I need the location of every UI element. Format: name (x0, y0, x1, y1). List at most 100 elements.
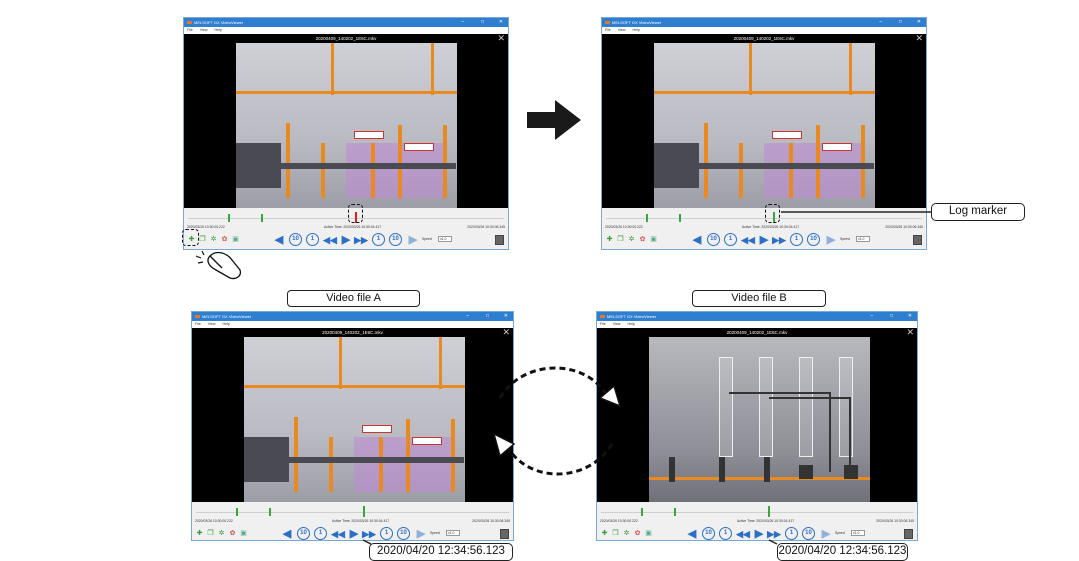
close-button[interactable]: ✕ (916, 19, 921, 25)
speed-select[interactable]: x1.0 (446, 530, 460, 536)
speed-select[interactable]: x1.0 (851, 530, 865, 536)
fullscreen-icon[interactable] (913, 235, 922, 245)
close-button[interactable]: ✕ (503, 313, 508, 319)
current-log-marker[interactable] (768, 506, 770, 517)
back-10-button[interactable]: 10 (297, 527, 310, 540)
export-icon[interactable]: ▣ (650, 236, 657, 243)
forward-1-button[interactable]: 1 (785, 527, 798, 540)
go-start-button[interactable]: ◀ (282, 528, 292, 540)
fast-forward-button[interactable]: ▶▶ (362, 529, 376, 539)
palette-icon[interactable]: ✿ (229, 530, 236, 537)
maximize-button[interactable]: □ (480, 19, 484, 25)
play-button[interactable]: ▶ (754, 528, 764, 540)
menu-help[interactable]: Help (214, 28, 222, 32)
palette-icon[interactable]: ✿ (221, 236, 228, 243)
log-marker[interactable] (646, 214, 648, 222)
settings-icon[interactable]: ✲ (210, 236, 217, 243)
forward-1-button[interactable]: 1 (372, 233, 385, 246)
forward-1-button[interactable]: 1 (380, 527, 393, 540)
minimize-button[interactable]: – (870, 313, 873, 319)
back-10-button[interactable]: 10 (707, 233, 720, 246)
maximize-button[interactable]: □ (485, 313, 489, 319)
go-end-button[interactable]: ▶ (408, 234, 418, 246)
menu-help[interactable]: Help (627, 322, 635, 326)
current-log-marker[interactable] (773, 212, 775, 223)
menu-file[interactable]: File (187, 28, 193, 32)
timeline-track[interactable] (188, 218, 504, 219)
close-video-icon[interactable]: ✕ (502, 327, 510, 337)
rewind-button[interactable]: ◀◀ (323, 235, 337, 245)
marker-list-icon[interactable]: ❐ (207, 530, 214, 537)
log-marker[interactable] (269, 508, 271, 516)
back-10-button[interactable]: 10 (289, 233, 302, 246)
current-log-marker[interactable] (355, 212, 357, 223)
forward-10-button[interactable]: 10 (807, 233, 820, 246)
timeline-track[interactable] (606, 218, 922, 219)
minimize-button[interactable]: – (461, 19, 464, 25)
maximize-button[interactable]: □ (889, 313, 893, 319)
marker-list-icon[interactable]: ❐ (199, 236, 206, 243)
rewind-button[interactable]: ◀◀ (741, 235, 755, 245)
maximize-button[interactable]: □ (898, 19, 902, 25)
close-video-icon[interactable]: ✕ (906, 327, 914, 337)
log-marker[interactable] (641, 508, 643, 516)
menu-view[interactable]: View (207, 322, 216, 326)
settings-icon[interactable]: ✲ (628, 236, 635, 243)
minimize-button[interactable]: – (879, 19, 882, 25)
close-button[interactable]: ✕ (498, 19, 503, 25)
back-10-button[interactable]: 10 (702, 527, 715, 540)
back-1-button[interactable]: 1 (314, 527, 327, 540)
log-marker[interactable] (674, 508, 676, 516)
rewind-button[interactable]: ◀◀ (331, 529, 345, 539)
menu-file[interactable]: File (195, 322, 201, 326)
menu-view[interactable]: View (617, 28, 626, 32)
export-icon[interactable]: ▣ (240, 530, 247, 537)
log-marker[interactable] (261, 214, 263, 222)
add-marker-icon[interactable]: ✚ (601, 530, 608, 537)
export-icon[interactable]: ▣ (232, 236, 239, 243)
menu-file[interactable]: File (600, 322, 606, 326)
play-button[interactable]: ▶ (759, 234, 769, 246)
go-end-button[interactable]: ▶ (826, 234, 836, 246)
close-video-icon[interactable]: ✕ (497, 33, 505, 43)
settings-icon[interactable]: ✲ (218, 530, 225, 537)
rewind-button[interactable]: ◀◀ (736, 529, 750, 539)
fast-forward-button[interactable]: ▶▶ (772, 235, 786, 245)
forward-10-button[interactable]: 10 (802, 527, 815, 540)
play-button[interactable]: ▶ (341, 234, 351, 246)
forward-1-button[interactable]: 1 (790, 233, 803, 246)
menu-view[interactable]: View (199, 28, 208, 32)
timeline-track[interactable] (196, 512, 509, 513)
go-end-button[interactable]: ▶ (416, 528, 426, 540)
play-button[interactable]: ▶ (349, 528, 359, 540)
settings-icon[interactable]: ✲ (623, 530, 630, 537)
forward-10-button[interactable]: 10 (389, 233, 402, 246)
add-marker-icon[interactable]: ✚ (188, 236, 195, 243)
menu-help[interactable]: Help (632, 28, 640, 32)
back-1-button[interactable]: 1 (724, 233, 737, 246)
fast-forward-button[interactable]: ▶▶ (354, 235, 368, 245)
menu-file[interactable]: File (605, 28, 611, 32)
log-marker[interactable] (236, 508, 238, 516)
palette-icon[interactable]: ✿ (634, 530, 641, 537)
fast-forward-button[interactable]: ▶▶ (767, 529, 781, 539)
go-start-button[interactable]: ◀ (687, 528, 697, 540)
current-log-marker[interactable] (363, 506, 365, 517)
fullscreen-icon[interactable] (495, 235, 504, 245)
add-marker-icon[interactable]: ✚ (606, 236, 613, 243)
log-marker[interactable] (679, 214, 681, 222)
speed-select[interactable]: x1.0 (438, 236, 452, 242)
export-icon[interactable]: ▣ (645, 530, 652, 537)
fullscreen-icon[interactable] (904, 529, 913, 539)
minimize-button[interactable]: – (466, 313, 469, 319)
close-button[interactable]: ✕ (907, 313, 912, 319)
timeline-track[interactable] (601, 512, 913, 513)
forward-10-button[interactable]: 10 (397, 527, 410, 540)
close-video-icon[interactable]: ✕ (915, 33, 923, 43)
menu-view[interactable]: View (612, 322, 621, 326)
back-1-button[interactable]: 1 (306, 233, 319, 246)
back-1-button[interactable]: 1 (719, 527, 732, 540)
go-start-button[interactable]: ◀ (692, 234, 702, 246)
add-marker-icon[interactable]: ✚ (196, 530, 203, 537)
fullscreen-icon[interactable] (500, 529, 509, 539)
